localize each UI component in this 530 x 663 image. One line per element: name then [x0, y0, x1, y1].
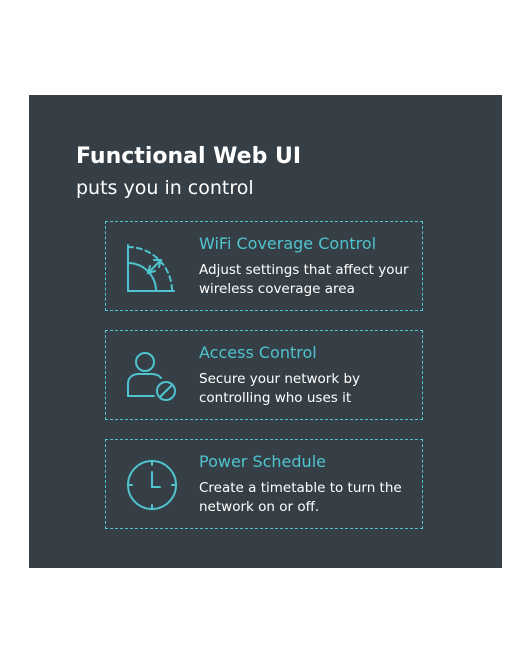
heading-title: Functional Web UI: [76, 144, 302, 169]
feature-description: Adjust settings that affect your wireles…: [199, 261, 417, 299]
feature-panel: Functional Web UI puts you in control Wi…: [29, 95, 502, 568]
clock-icon: [124, 457, 180, 513]
heading: Functional Web UI puts you in control: [76, 143, 301, 201]
feature-card-access-control: Access Control Secure your network by co…: [105, 330, 423, 420]
feature-description-line: network on or off.: [199, 499, 320, 515]
feature-description-line: Create a timetable to turn the: [199, 480, 402, 496]
feature-description: Create a timetable to turn the network o…: [199, 479, 417, 517]
feature-card-wifi-coverage: WiFi Coverage Control Adjust settings th…: [105, 221, 423, 311]
access-control-icon: [124, 348, 180, 404]
wifi-coverage-icon: [124, 239, 180, 295]
feature-title: Access Control: [199, 343, 317, 362]
feature-title: WiFi Coverage Control: [199, 234, 377, 253]
feature-card-power-schedule: Power Schedule Create a timetable to tur…: [105, 439, 423, 529]
heading-subtitle: puts you in control: [76, 177, 254, 199]
feature-description-line: Secure your network by: [199, 371, 361, 387]
feature-title: Power Schedule: [199, 452, 326, 471]
feature-description-line: controlling who uses it: [199, 390, 352, 406]
feature-description-line: Adjust settings that affect your: [199, 262, 409, 278]
feature-description: Secure your network by controlling who u…: [199, 370, 417, 408]
feature-description-line: wireless coverage area: [199, 281, 355, 297]
